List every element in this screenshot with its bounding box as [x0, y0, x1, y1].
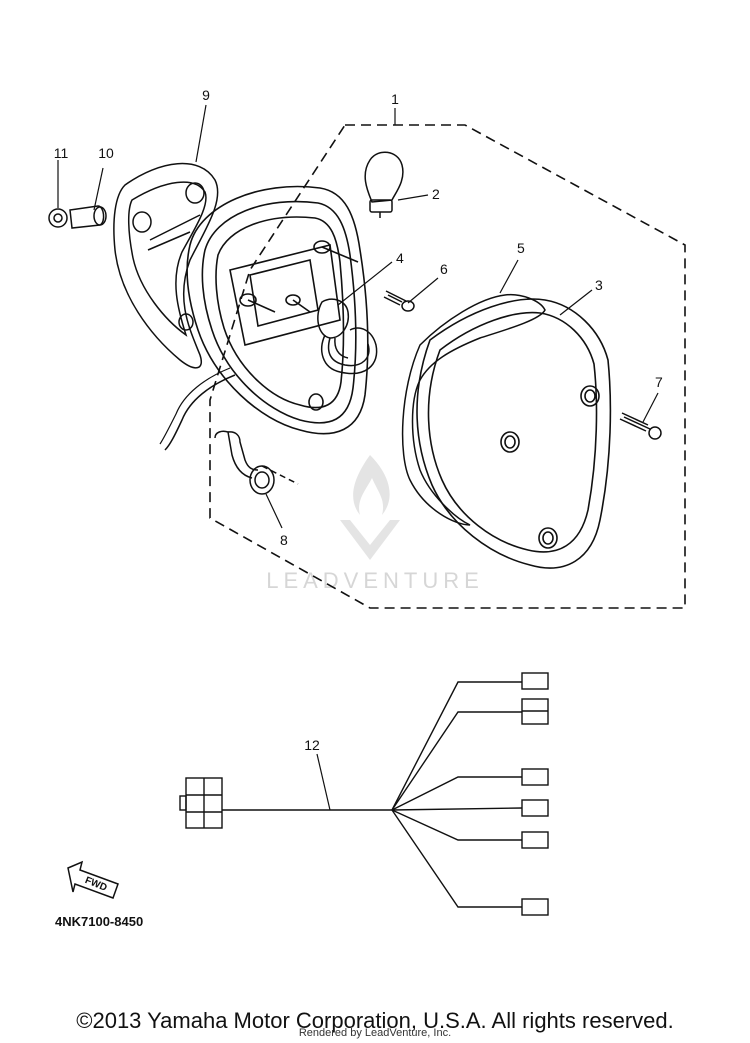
lead-wire — [164, 374, 236, 451]
callout-10: 10 — [98, 145, 114, 161]
copyright-notice: ©2013 Yamaha Motor Corporation, U.S.A. A… — [76, 1008, 674, 1033]
bulb-socket — [317, 298, 378, 375]
callout-9: 9 — [202, 87, 210, 103]
watermark-text: LEADVENTURE — [266, 568, 484, 593]
taillight-housing — [186, 185, 369, 435]
callout-3: 3 — [595, 277, 603, 293]
assembly-boundary — [209, 124, 686, 609]
callout-7: 7 — [655, 374, 663, 390]
wire-harness — [179, 672, 549, 916]
bulb — [364, 151, 404, 218]
callout-labels: 1 2 3 4 5 6 7 8 9 10 11 12 — [54, 87, 663, 753]
leader-lines — [57, 104, 659, 811]
callout-12: 12 — [304, 737, 320, 753]
callout-2: 2 — [432, 186, 440, 202]
collar-and-nut — [48, 205, 107, 229]
diagram-code: 4NK7100-8450 — [55, 914, 143, 929]
grommet — [214, 430, 299, 495]
bracket-gasket — [113, 162, 219, 369]
callout-4: 4 — [396, 250, 404, 266]
screw-long — [619, 412, 662, 440]
callout-6: 6 — [440, 261, 448, 277]
screw-short — [383, 290, 415, 312]
lens — [416, 298, 612, 569]
rendered-by-note: Rendered by LeadVenture, Inc. — [298, 1027, 452, 1039]
callout-11: 11 — [54, 145, 69, 161]
lens-gasket — [401, 293, 546, 526]
callout-1: 1 — [391, 91, 399, 107]
callout-5: 5 — [517, 240, 525, 256]
callout-8: 8 — [280, 532, 288, 548]
leadventure-watermark: LEADVENTURE — [266, 455, 484, 593]
fwd-arrow-icon: FWD — [67, 860, 119, 899]
